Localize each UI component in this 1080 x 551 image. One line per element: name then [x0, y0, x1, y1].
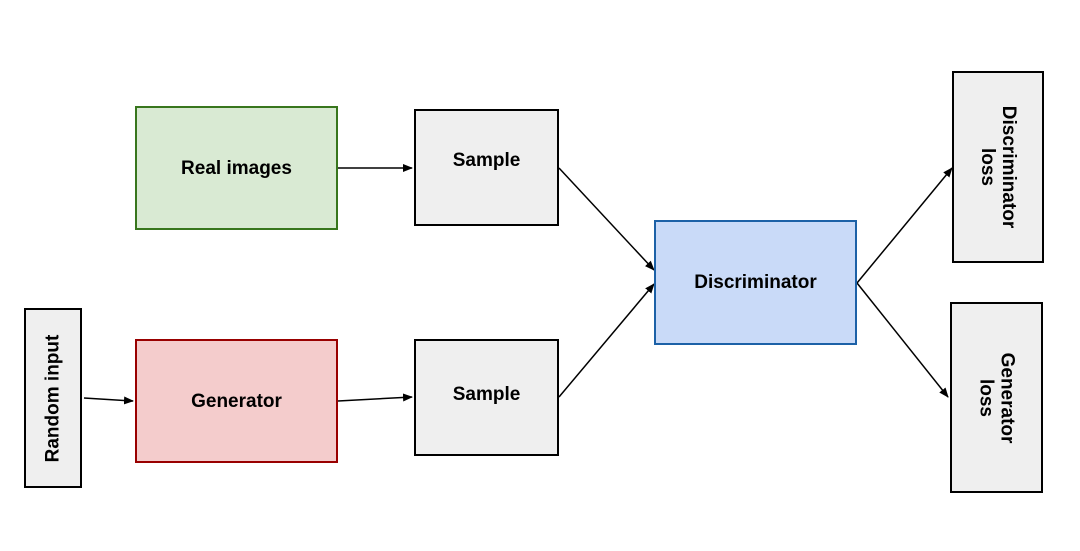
sample-bottom-node: Sample [414, 339, 559, 456]
discriminator-loss-label: Discriminator loss [977, 106, 1019, 228]
discriminator-loss-node: Discriminator loss [952, 71, 1044, 263]
discriminator-loss-line-2: loss [977, 147, 999, 187]
discriminator-node: Discriminator [654, 220, 857, 345]
random-input-label: Random input [42, 334, 64, 462]
discriminator-loss-line-1: Discriminator [998, 105, 1020, 229]
edge-generator-to-sample [337, 393, 413, 402]
edge-discriminator-to-generator-loss [856, 282, 949, 398]
generator-loss-line-1: Generator [996, 352, 1018, 443]
generator-loss-node: Generator loss [950, 302, 1043, 493]
real-images-node: Real images [135, 106, 338, 230]
generator-loss-line-2: loss [975, 378, 997, 417]
sample-top-node: Sample [414, 109, 559, 226]
random-input-node: Random input [24, 308, 82, 488]
edge-discriminator-to-discriminator-loss [856, 167, 953, 284]
edge-sample-top-to-discriminator [558, 167, 655, 271]
edge-sample-bottom-to-discriminator [558, 283, 655, 398]
edge-random-input-to-generator [83, 396, 134, 405]
generator-loss-label: Generator loss [976, 352, 1018, 443]
discriminator-label: Discriminator [694, 272, 817, 293]
real-images-label: Real images [181, 157, 292, 179]
generator-node: Generator [135, 339, 338, 463]
sample-top-label: Sample [452, 150, 521, 171]
generator-label: Generator [191, 390, 282, 412]
sample-bottom-label: Sample [452, 384, 521, 405]
